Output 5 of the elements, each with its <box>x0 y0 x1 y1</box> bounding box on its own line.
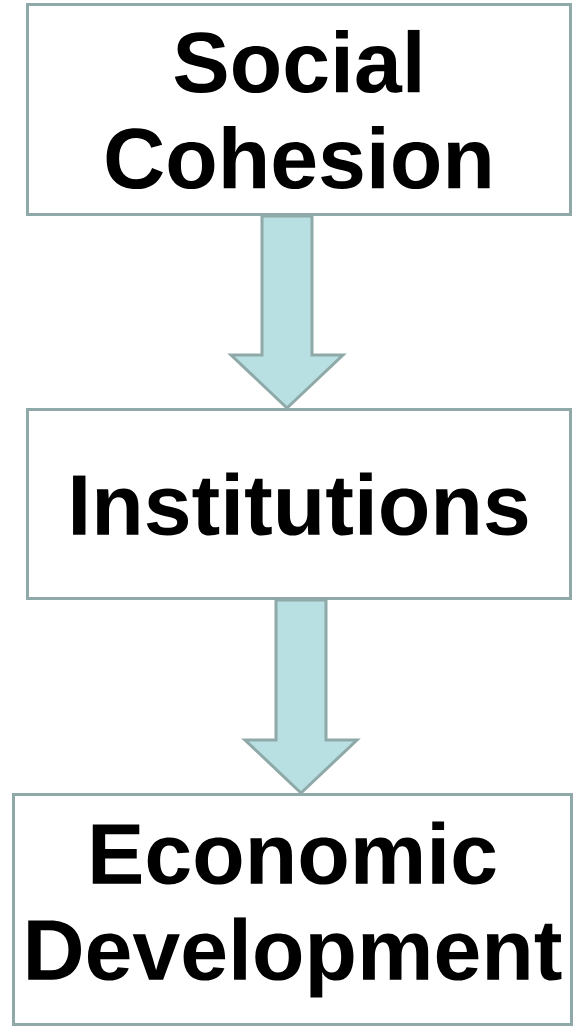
text-box: Institutions <box>26 408 572 600</box>
block-arrow <box>227 214 347 411</box>
text-box: Economic Development <box>12 793 573 1026</box>
block-arrow <box>241 598 361 796</box>
text-box: Social Cohesion <box>26 3 572 216</box>
